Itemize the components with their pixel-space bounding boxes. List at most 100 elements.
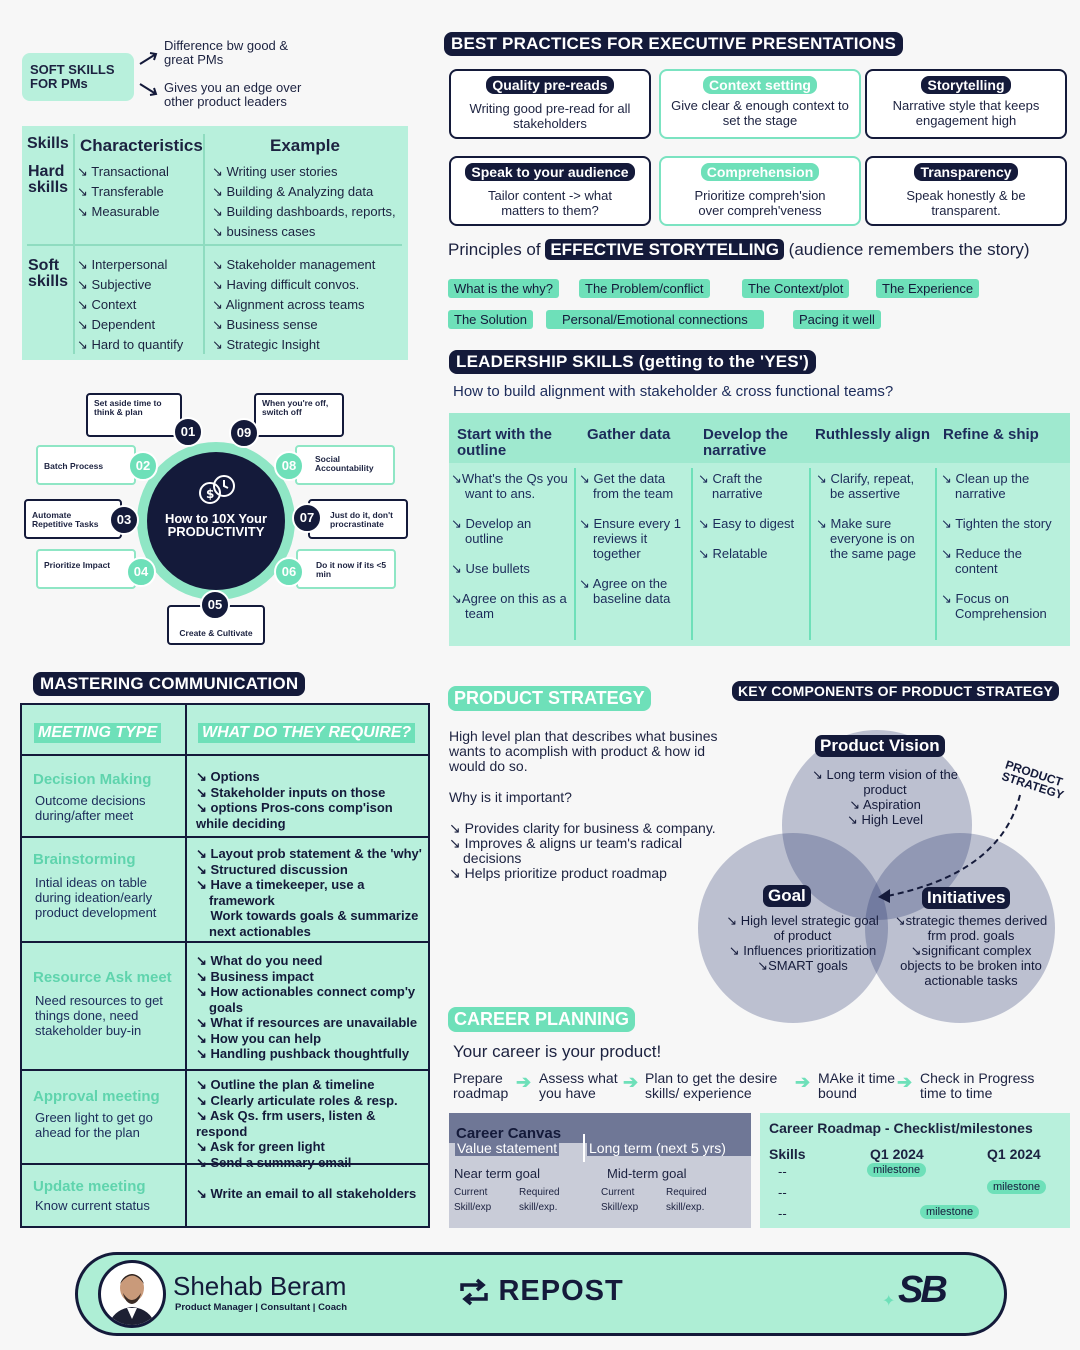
- meeting-desc-approval: Green light to get go ahead for the plan: [35, 1110, 153, 1140]
- career-step-4: MAke it time bound: [818, 1070, 896, 1101]
- meeting-desc-resource: Need resources to get things done, need …: [35, 993, 163, 1038]
- bp-card-storytelling: Storytelling Narrative style that keeps …: [865, 69, 1067, 139]
- career-canvas: Career Canvas Value statement Long term …: [449, 1113, 751, 1228]
- career-step-2: Assess what you have: [539, 1070, 618, 1101]
- repost-label: REPOST: [498, 1275, 624, 1307]
- step-box-03: Automate Repetitive Tasks: [24, 499, 122, 539]
- productivity-title-2: PRODUCTIVITY: [167, 524, 265, 539]
- canvas-required-2: Required skill/exp.: [666, 1187, 707, 1213]
- step-box-09: When you're off, switch off: [254, 393, 344, 437]
- meeting-desc-update: Know current status: [35, 1198, 150, 1213]
- repost-button[interactable]: REPOST: [456, 1275, 624, 1308]
- communication-table: MEETING TYPE WHAT DO THEY REQUIRE? Decis…: [20, 703, 430, 1228]
- step-node-09: 09: [229, 418, 259, 448]
- roadmap-dash-3: --: [778, 1206, 787, 1221]
- step-box-06: Do it now if its <5 min: [296, 549, 396, 589]
- soft-skills-label: SOFT SKILLS FOR PMs: [22, 53, 134, 101]
- story-tag-solution: The Solution: [448, 310, 533, 329]
- step-node-02: 02: [128, 451, 158, 481]
- lead-col-title-align: Ruthlessly align: [815, 426, 931, 443]
- venn-text-initiatives: ↘strategic themes derived frm prod. goal…: [894, 913, 1048, 988]
- step-box-01: Set aside time to think & plan: [86, 393, 182, 437]
- author-name: Shehab Beram: [173, 1271, 347, 1301]
- meeting-req-update: ↘ Write an email to all stakeholders: [196, 1186, 417, 1201]
- story-tag-pacing: Pacing it well: [793, 310, 881, 329]
- soft-examples: ↘ Stakeholder management ↘ Having diffic…: [212, 257, 376, 352]
- story-tag-personal: Personal/Emotional connections: [546, 310, 764, 329]
- hard-examples: ↘ Writing user stories ↘ Building & Anal…: [212, 164, 396, 239]
- roadmap-dash-2: --: [778, 1185, 787, 1200]
- step-node-03: 03: [109, 505, 139, 535]
- svg-text:$: $: [206, 487, 214, 501]
- product-strategy-why: Why is it important?: [449, 789, 572, 805]
- strategy-pointer-arrow-icon: [878, 794, 1021, 903]
- lead-col-title-gather: Gather data: [587, 426, 671, 443]
- canvas-mid-term: Mid-term goal: [607, 1166, 687, 1181]
- story-tag-why: What is the why?: [448, 279, 559, 298]
- lead-col-items-narrative: ↘ Craft the narrative ↘ Easy to digest ↘…: [698, 471, 795, 561]
- bp-card-transparency: Transparency Speak honestly & be transpa…: [865, 156, 1067, 226]
- storytelling-highlight: EFFECTIVE STORYTELLING: [545, 239, 784, 260]
- key-components-title: KEY COMPONENTS OF PRODUCT STRATEGY: [732, 681, 1060, 701]
- hard-characteristics: ↘ Transactional ↘ Transferable ↘ Measura…: [77, 164, 169, 219]
- canvas-title: Career Canvas: [456, 1125, 562, 1142]
- roadmap-q1: Q1 2024: [870, 1146, 924, 1162]
- venn-title-initiatives: Initiatives: [922, 887, 1011, 909]
- soft-characteristics: ↘ Interpersonal ↘ Subjective ↘ Context ↘…: [77, 257, 184, 352]
- bp-card-speak-to-audience: Speak to your audience Tailor content ->…: [449, 156, 651, 226]
- venn-text-goal: ↘ High level strategic goal of product ↘…: [726, 913, 879, 973]
- career-roadmap: Career Roadmap - Checklist/milestones Sk…: [760, 1113, 1070, 1228]
- career-step-3: Plan to get the desire skills/ experienc…: [645, 1070, 778, 1101]
- lead-col-items-refine: ↘ Clean up the narrative ↘ Tighten the s…: [941, 471, 1052, 621]
- bp-card-quality-pre-reads: Quality pre-reads Writing good pre-read …: [449, 69, 651, 139]
- step-node-06: 06: [274, 557, 304, 587]
- venn-title-goal: Goal: [763, 885, 811, 907]
- leadership-table: Start with the outline Gather data Devel…: [449, 413, 1070, 646]
- story-tag-problem: The Problem/conflict: [579, 279, 710, 298]
- meeting-type-brainstorming: Brainstorming: [33, 851, 136, 868]
- soft-skills-row-label: Soft skills: [28, 257, 69, 290]
- arrow-icons: [139, 52, 158, 96]
- career-arrow-icon-3: ➔: [795, 1072, 811, 1092]
- meeting-req-resource: ↘ What do you need ↘ Business impact ↘ H…: [196, 953, 418, 1061]
- meeting-desc-decision: Outcome decisions during/after meet: [35, 793, 146, 823]
- skills-table: Skills Characteristics Example Hard skil…: [22, 126, 408, 360]
- meeting-req-decision: ↘ Options ↘ Stakeholder inputs on those …: [196, 769, 393, 831]
- canvas-current-1: Current Skill/exp: [454, 1187, 492, 1213]
- lead-col-title-narrative: Develop the narrative: [703, 426, 789, 459]
- roadmap-title: Career Roadmap - Checklist/milestones: [769, 1120, 1033, 1136]
- meeting-req-approval: ↘ Outline the plan & timeline ↘ Clearly …: [196, 1077, 398, 1170]
- avatar-person-icon: [108, 1274, 156, 1325]
- lead-col-items-outline: ↘What's the Qs you want to ans. ↘ Develo…: [451, 471, 568, 621]
- roadmap-q2: Q1 2024: [987, 1146, 1041, 1162]
- canvas-value-statement: Value statement: [455, 1140, 560, 1156]
- soft-skills-note-2: Gives you an edge over other product lea…: [164, 80, 302, 109]
- canvas-long-term: Long term (next 5 yrs): [587, 1140, 751, 1156]
- leadership-title: LEADERSHIP SKILLS (getting to the 'YES'): [449, 350, 816, 374]
- footer-banner: Shehab Beram Product Manager | Consultan…: [75, 1252, 1007, 1336]
- meeting-type-decision: Decision Making: [33, 771, 152, 788]
- meeting-type-update: Update meeting: [33, 1178, 146, 1195]
- product-strategy-title: PRODUCT STRATEGY: [448, 686, 651, 711]
- step-box-02: Batch Process: [36, 445, 136, 485]
- venn-circle-goal: [698, 833, 888, 1023]
- step-node-01: 01: [173, 417, 203, 447]
- lead-col-items-gather: ↘ Get the data from the team ↘ Ensure ev…: [579, 471, 681, 606]
- step-node-07: 07: [292, 503, 322, 533]
- roadmap-milestone-1: milestone: [867, 1163, 927, 1177]
- author-role: Product Manager | Consultant | Coach: [175, 1302, 348, 1313]
- money-clock-icon: $: [199, 475, 235, 504]
- meeting-type-resource: Resource Ask meet: [33, 969, 172, 986]
- step-node-04: 04: [126, 557, 156, 587]
- roadmap-milestone-3: milestone: [920, 1205, 980, 1219]
- roadmap-skills: Skills: [769, 1146, 806, 1162]
- product-strategy-venn: Product Vision ↘ Long term vision of the…: [690, 705, 1080, 1035]
- step-box-07: Just do it, don't procrastinate: [308, 499, 408, 539]
- avatar[interactable]: [98, 1260, 166, 1328]
- meeting-type-header: MEETING TYPE: [34, 723, 162, 743]
- step-box-04: Prioritize Impact: [36, 549, 136, 589]
- career-tagline: Your career is your product!: [453, 1042, 662, 1061]
- bp-card-context-setting: Context setting Give clear & enough cont…: [659, 69, 861, 139]
- roadmap-dash-1: --: [778, 1164, 787, 1179]
- lead-col-items-align: ↘ Clarify, repeat, be assertive ↘ Make s…: [816, 471, 917, 561]
